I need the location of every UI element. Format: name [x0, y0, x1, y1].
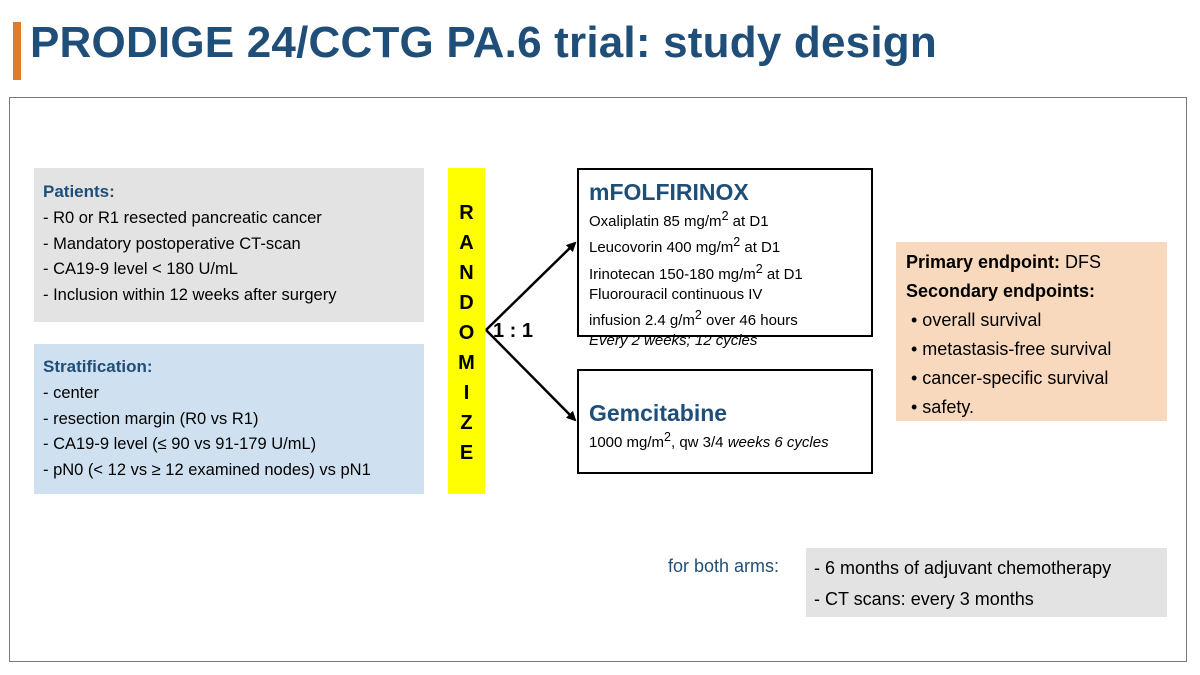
- randomize-letter: E: [459, 442, 474, 464]
- stratification-item: - pN0 (< 12 vs ≥ 12 examined nodes) vs p…: [43, 460, 371, 479]
- gemcitabine-dose: 1000 mg/m2, qw 3/4 weeks 6 cycles: [589, 430, 829, 451]
- secondary-endpoint-item: • overall survival: [911, 310, 1042, 330]
- randomize-letter: I: [463, 382, 470, 404]
- randomize-letter: R: [459, 202, 474, 224]
- irinotecan-dose: Irinotecan 150-180 mg/m2 at D1: [589, 261, 803, 283]
- gemcitabine-arm-box: Gemcitabine 1000 mg/m2, qw 3/4 weeks 6 c…: [577, 369, 873, 474]
- patients-item: - R0 or R1 resected pancreatic cancer: [43, 209, 322, 227]
- oxaliplatin-dose: Oxaliplatin 85 mg/m2 at D1: [589, 209, 769, 230]
- stratification-item: - center: [43, 384, 99, 402]
- stratification-item: - resection margin (R0 vs R1): [43, 409, 259, 428]
- randomize-letter: M: [458, 352, 475, 374]
- patients-item: - Mandatory postoperative CT-scan: [43, 234, 301, 253]
- stratification-item: - CA19-9 level (≤ 90 vs 91-179 U/mL): [43, 435, 317, 453]
- stratification-box: Stratification: - center - resection mar…: [34, 344, 424, 494]
- randomize-letter: Z: [460, 412, 473, 434]
- mfolfirinox-title: mFOLFIRINOX: [589, 179, 749, 205]
- randomize-letter: A: [459, 232, 474, 254]
- endpoints-box: Primary endpoint: DFS Secondary endpoint…: [896, 242, 1167, 421]
- randomize-letter: N: [459, 262, 474, 284]
- arrow-to-mfolfirinox: [485, 241, 577, 331]
- title-accent-bar: [13, 22, 21, 80]
- secondary-endpoint-item: • safety.: [911, 397, 974, 417]
- patients-box: Patients: - R0 or R1 resected pancreatic…: [34, 168, 424, 322]
- patients-heading: Patients:: [43, 182, 115, 201]
- stratification-heading: Stratification:: [43, 357, 153, 376]
- secondary-endpoint-item: • metastasis-free survival: [911, 339, 1112, 359]
- both-arms-box: - 6 months of adjuvant chemotherapy - CT…: [806, 548, 1167, 617]
- both-arms-item: - 6 months of adjuvant chemotherapy: [814, 558, 1112, 578]
- both-arms-label: for both arms:: [668, 556, 780, 576]
- randomize-bar: R A N D O M I Z E: [448, 168, 485, 494]
- slide-title: PRODIGE 24/CCTG PA.6 trial: study design: [30, 18, 937, 67]
- primary-endpoint: Primary endpoint: DFS: [906, 252, 1102, 272]
- gemcitabine-title: Gemcitabine: [589, 400, 728, 426]
- randomize-letter: D: [459, 292, 474, 314]
- randomization-ratio: 1 : 1: [493, 320, 534, 342]
- leucovorin-dose: Leucovorin 400 mg/m2 at D1: [589, 235, 781, 257]
- secondary-endpoint-item: • cancer-specific survival: [911, 368, 1109, 388]
- mfolfirinox-schedule: Every 2 weeks; 12 cycles: [589, 332, 758, 350]
- mfolfirinox-arm-box: mFOLFIRINOX Oxaliplatin 85 mg/m2 at D1 L…: [577, 168, 873, 349]
- patients-item: - Inclusion within 12 weeks after surger…: [43, 285, 337, 304]
- fluorouracil-line-1: Fluorouracil continuous IV: [589, 285, 763, 303]
- both-arms-item: - CT scans: every 3 months: [814, 589, 1034, 609]
- fluorouracil-line-2: infusion 2.4 g/m2 over 46 hours: [589, 308, 798, 330]
- randomize-letter: O: [458, 322, 475, 344]
- arrow-to-gemcitabine: [485, 329, 577, 422]
- secondary-endpoints-heading: Secondary endpoints:: [906, 281, 1096, 301]
- patients-item: - CA19-9 level < 180 U/mL: [43, 260, 238, 278]
- diagram-frame: [9, 97, 1187, 662]
